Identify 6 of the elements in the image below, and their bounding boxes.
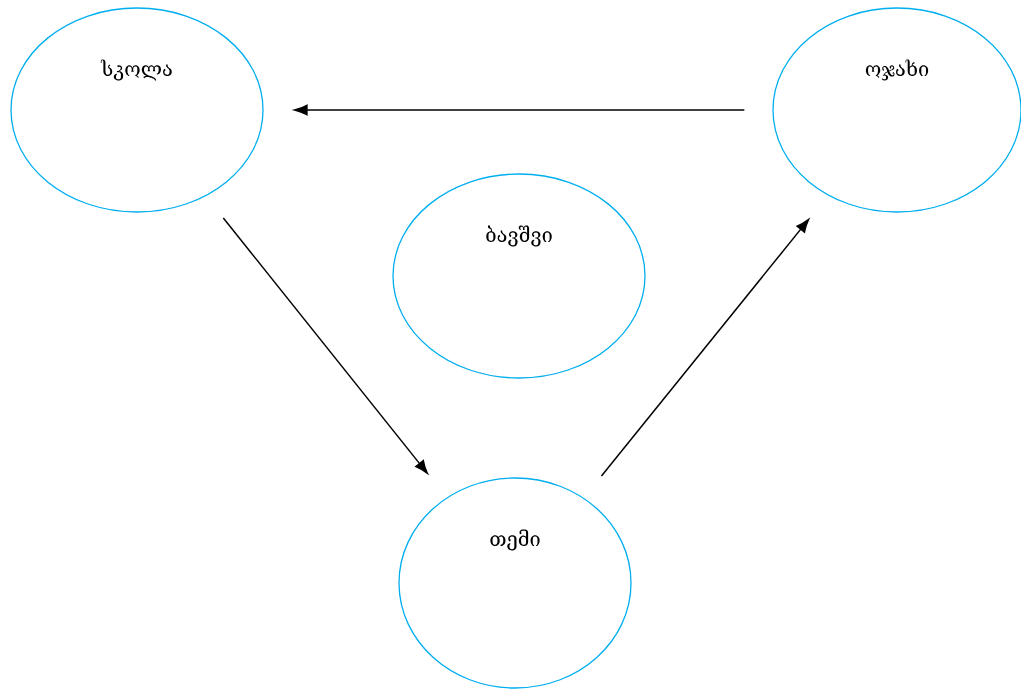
- circle-node: სკოლა: [10, 7, 264, 213]
- arrow: [222, 217, 428, 474]
- circle-node: თემი: [398, 477, 632, 689]
- circle-node: ბავშვი: [392, 173, 646, 379]
- arrow: [294, 104, 746, 116]
- arrow: [600, 218, 810, 477]
